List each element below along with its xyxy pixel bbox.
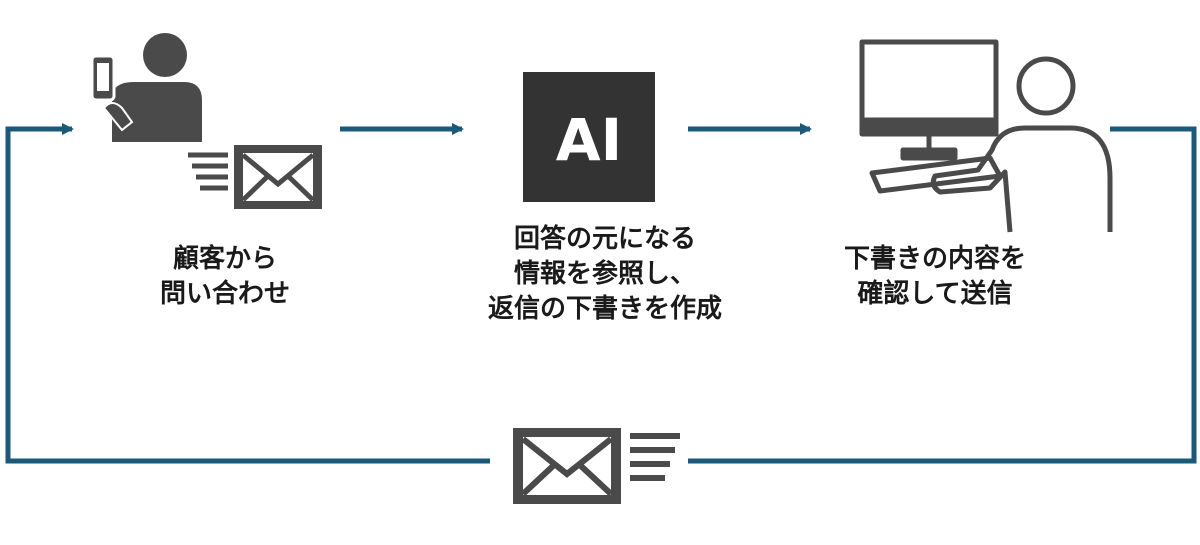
person-at-computer-icon: [859, 39, 1113, 233]
step-label-line: 返信の下書きを作成: [487, 294, 722, 324]
step-label-staff: 下書きの内容を 確認して送信: [800, 242, 1070, 312]
customer-with-phone-icon: [90, 33, 202, 142]
loop-back-line-left: [5, 123, 490, 464]
outbound-mail-icon: [513, 428, 680, 504]
inbound-mail-icon: [188, 145, 322, 209]
step-label-line: 問い合わせ: [159, 279, 290, 309]
step-label-line: 回答の元になる: [513, 224, 696, 254]
ai-icon: AI: [523, 72, 655, 202]
ai-text: AI: [556, 106, 622, 174]
step-label-ai: 回答の元になる 情報を参照し、 返信の下書きを作成: [440, 222, 770, 327]
step-label-line: 顧客から: [172, 244, 277, 274]
ai-box: [523, 72, 655, 202]
speed-lines-icon: [630, 433, 680, 481]
step-label-line: 情報を参照し、: [513, 259, 696, 289]
step-label-line: 下書きの内容を: [843, 244, 1026, 274]
speed-lines-icon: [188, 152, 228, 191]
return-line-right: [688, 126, 1197, 464]
envelope-icon: [234, 145, 322, 209]
step-label-customer: 顧客から 問い合わせ: [125, 242, 325, 312]
monitor-icon: [859, 39, 999, 161]
flow-lines: [5, 123, 1197, 464]
envelope-icon: [513, 428, 621, 504]
person-icon: [930, 56, 1113, 233]
step-label-line: 確認して送信: [857, 279, 1013, 309]
